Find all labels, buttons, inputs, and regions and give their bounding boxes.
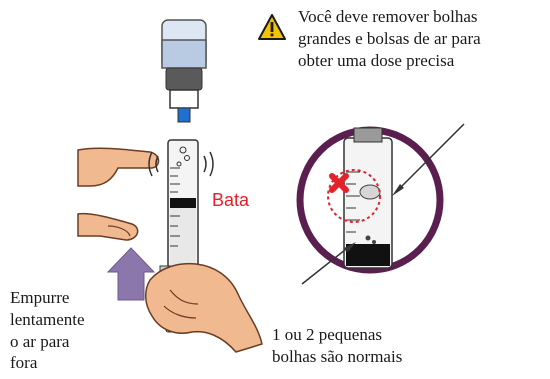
push-up-arrow-icon [106, 247, 156, 301]
vial-icon [161, 19, 207, 123]
magnified-bubble-view [296, 123, 465, 285]
hand-tapping-icon [77, 147, 160, 241]
warning-triangle-icon [258, 14, 286, 40]
push-line: lentamente [10, 309, 85, 329]
bubbles-line: bolhas são normais [272, 346, 403, 366]
small-bubbles-note: 1 ou 2 pequenas bolhas são normais [272, 324, 542, 368]
push-air-instruction: Empurre lentamente o ar para fora [10, 287, 120, 374]
tap-label: Bata [212, 190, 250, 210]
hand-holding-icon [145, 262, 263, 353]
warning-line: Você deve remover bolhas [298, 7, 478, 26]
warning-message: Você deve remover bolhas grandes e bolsa… [298, 6, 550, 71]
bubbles-line: 1 ou 2 pequenas [272, 325, 383, 344]
warning-line: grandes e bolsas de ar para [298, 28, 481, 48]
push-line: Empurre [10, 288, 70, 307]
incorrect-x-icon [329, 173, 349, 193]
push-line: o ar para [10, 331, 70, 351]
warning-line: obter uma dose precisa [298, 50, 455, 70]
push-line: fora [10, 353, 38, 373]
